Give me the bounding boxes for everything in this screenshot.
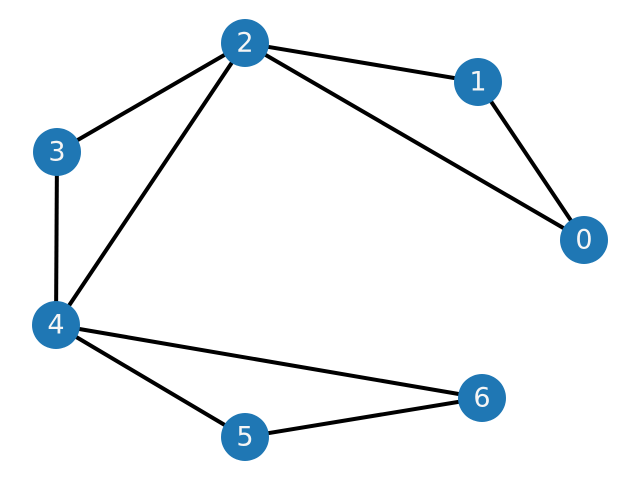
- edge-0-2: [243, 41, 586, 242]
- graph-node-1: 1: [454, 58, 502, 106]
- edge-2-4: [54, 41, 247, 327]
- edge-4-5: [54, 323, 247, 439]
- node-label-2: 2: [236, 28, 253, 59]
- node-layer: 0 1 2 3 4 5 6: [32, 19, 608, 461]
- node-circle-6: [458, 374, 506, 422]
- edge-5-6: [244, 396, 483, 439]
- edge-4-6: [55, 323, 483, 400]
- node-circle-3: [33, 128, 81, 176]
- graph-node-3: 3: [33, 128, 81, 176]
- graph-node-0: 0: [560, 216, 608, 264]
- edge-1-2: [244, 41, 479, 84]
- node-label-0: 0: [575, 225, 592, 256]
- edge-3-4: [54, 151, 59, 326]
- graph-node-6: 6: [458, 374, 506, 422]
- edge-layer: [54, 41, 586, 439]
- node-label-1: 1: [469, 67, 486, 98]
- graph-node-5: 5: [221, 413, 269, 461]
- node-circle-0: [560, 216, 608, 264]
- node-label-4: 4: [47, 310, 64, 341]
- graph-node-2: 2: [221, 19, 269, 67]
- edge-2-3: [55, 41, 247, 154]
- graph-node-4: 4: [32, 301, 80, 349]
- node-circle-4: [32, 301, 80, 349]
- node-label-5: 5: [236, 422, 253, 453]
- edge-0-1: [476, 80, 586, 242]
- node-circle-5: [221, 413, 269, 461]
- node-circle-1: [454, 58, 502, 106]
- node-label-3: 3: [48, 137, 65, 168]
- node-circle-2: [221, 19, 269, 67]
- node-label-6: 6: [473, 383, 490, 414]
